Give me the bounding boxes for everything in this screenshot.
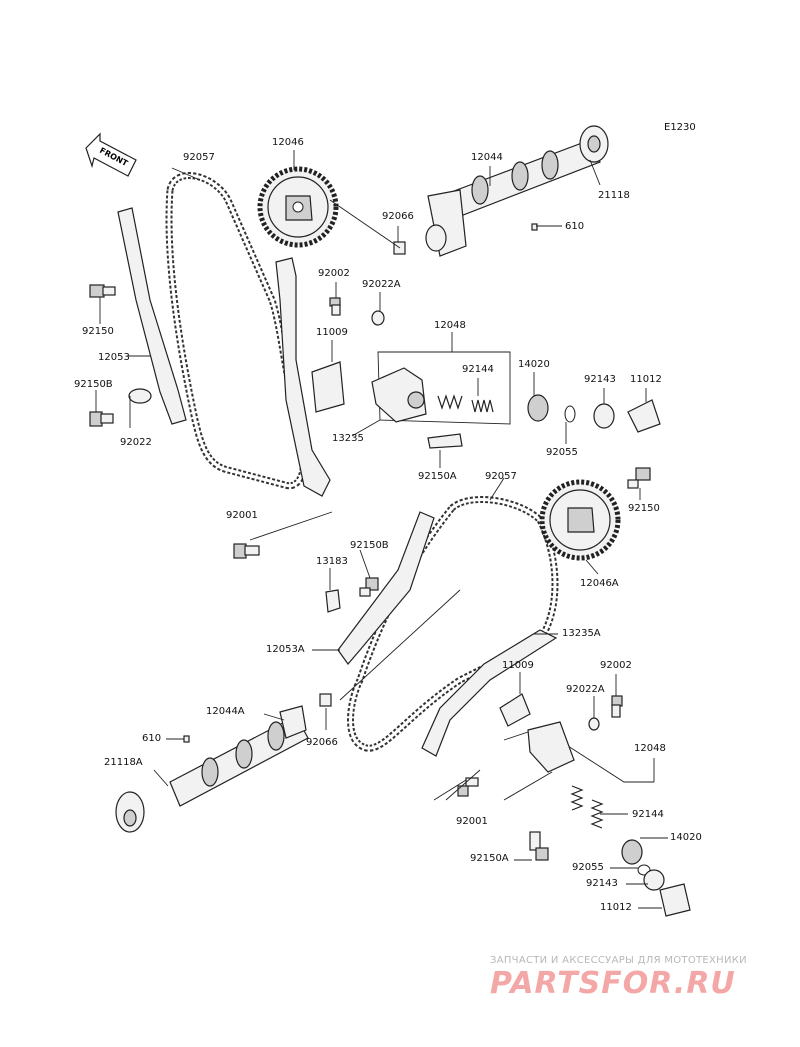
label-11009-upper: 11009 [316, 327, 348, 338]
label-92022A-lower: 92022A [566, 684, 605, 695]
label-92002-lower: 92002 [600, 660, 632, 671]
label-12048-upper: 12048 [434, 320, 466, 331]
bolt-tensioner-lower-92150A [529, 831, 549, 861]
cam-sprocket-upper [257, 166, 339, 248]
label-92066-lower: 92066 [306, 737, 338, 748]
bolt-guide-lower [359, 577, 379, 597]
label-21118: 21118 [598, 190, 630, 201]
label-12044A: 12044A [206, 706, 245, 717]
leader-lines [95, 150, 668, 909]
washer-upper [371, 310, 385, 326]
label-92150B-lower: 92150B [350, 540, 389, 551]
bolt-upper-left [89, 284, 116, 298]
label-610-lower: 610 [142, 733, 162, 744]
label-92143-lower: 92143 [586, 878, 618, 889]
plug-lower [115, 791, 145, 833]
label-13235: 13235 [332, 433, 364, 444]
camshaft-upper [425, 139, 601, 257]
camshaft-lower [169, 705, 309, 807]
label-13235A: 13235A [562, 628, 601, 639]
cam-sprocket-lower [539, 479, 621, 561]
label-92057-lower: 92057 [485, 471, 517, 482]
label-92143-upper: 92143 [584, 374, 616, 385]
watermark-logo: PARTSFOR.RU [490, 966, 736, 1001]
label-12046A: 12046A [580, 578, 619, 589]
tensioner-guide-upper [275, 257, 331, 497]
label-92144-upper: 92144 [462, 364, 494, 375]
label-12048-lower: 12048 [634, 743, 666, 754]
watermark-caption: ЗАПЧАСТИ И АКСЕССУАРЫ ДЛЯ МОТОТЕХНИКИ [490, 955, 747, 966]
gasket-lower [499, 693, 531, 727]
bolt-washer-upper [89, 388, 152, 427]
label-12053: 12053 [98, 352, 130, 363]
label-21118A: 21118A [104, 757, 143, 768]
cam-chain-lower [347, 495, 559, 752]
gasket-upper [311, 361, 345, 413]
label-92022A-upper: 92022A [362, 279, 401, 290]
label-11009-lower: 11009 [502, 660, 534, 671]
bolt-sprocket-lower [627, 467, 651, 489]
label-14020-upper: 14020 [518, 359, 550, 370]
tensioner-guide-lower [421, 629, 558, 757]
label-11012-upper: 11012 [630, 374, 662, 385]
label-92057-upper: 92057 [183, 152, 215, 163]
reference-code: E1230 [664, 122, 696, 133]
cam-chain-upper [165, 172, 308, 490]
chain-guide-upper [117, 207, 187, 425]
label-92150B-upper: 92150B [74, 379, 113, 390]
chain-guide-lower [337, 511, 435, 665]
label-92055-lower: 92055 [572, 862, 604, 873]
label-92055-upper: 92055 [546, 447, 578, 458]
bolt-tensioner-lower [611, 695, 623, 718]
label-14020-lower: 14020 [670, 832, 702, 843]
tensioner-assembly-lower [503, 721, 691, 917]
bolt-guide-upper [233, 543, 260, 559]
tensioner-assembly-upper [371, 351, 661, 449]
label-92150A-lower: 92150A [470, 853, 509, 864]
bolt-tensioner-upper [329, 297, 341, 316]
label-92001-upper: 92001 [226, 510, 258, 521]
label-92144-lower: 92144 [632, 809, 664, 820]
label-92002-upper: 92002 [318, 268, 350, 279]
label-12044: 12044 [471, 152, 503, 163]
label-12053A: 12053A [266, 644, 305, 655]
label-13183: 13183 [316, 556, 348, 567]
label-92150-lower: 92150 [628, 503, 660, 514]
label-92022: 92022 [120, 437, 152, 448]
front-arrow-icon: FRONT [85, 132, 137, 177]
plug-upper [579, 125, 609, 163]
label-12046: 12046 [272, 137, 304, 148]
washer-lower [588, 717, 600, 731]
label-11012-lower: 11012 [600, 902, 632, 913]
bracket-13183 [325, 589, 341, 613]
pin-upper [531, 223, 538, 231]
label-92001-lower: 92001 [456, 816, 488, 827]
label-610-upper: 610 [565, 221, 585, 232]
collar-lower [319, 693, 332, 707]
label-92150A-upper: 92150A [418, 471, 457, 482]
pin-lower [183, 735, 190, 743]
label-92066-upper: 92066 [382, 211, 414, 222]
label-92150-upper: 92150 [82, 326, 114, 337]
